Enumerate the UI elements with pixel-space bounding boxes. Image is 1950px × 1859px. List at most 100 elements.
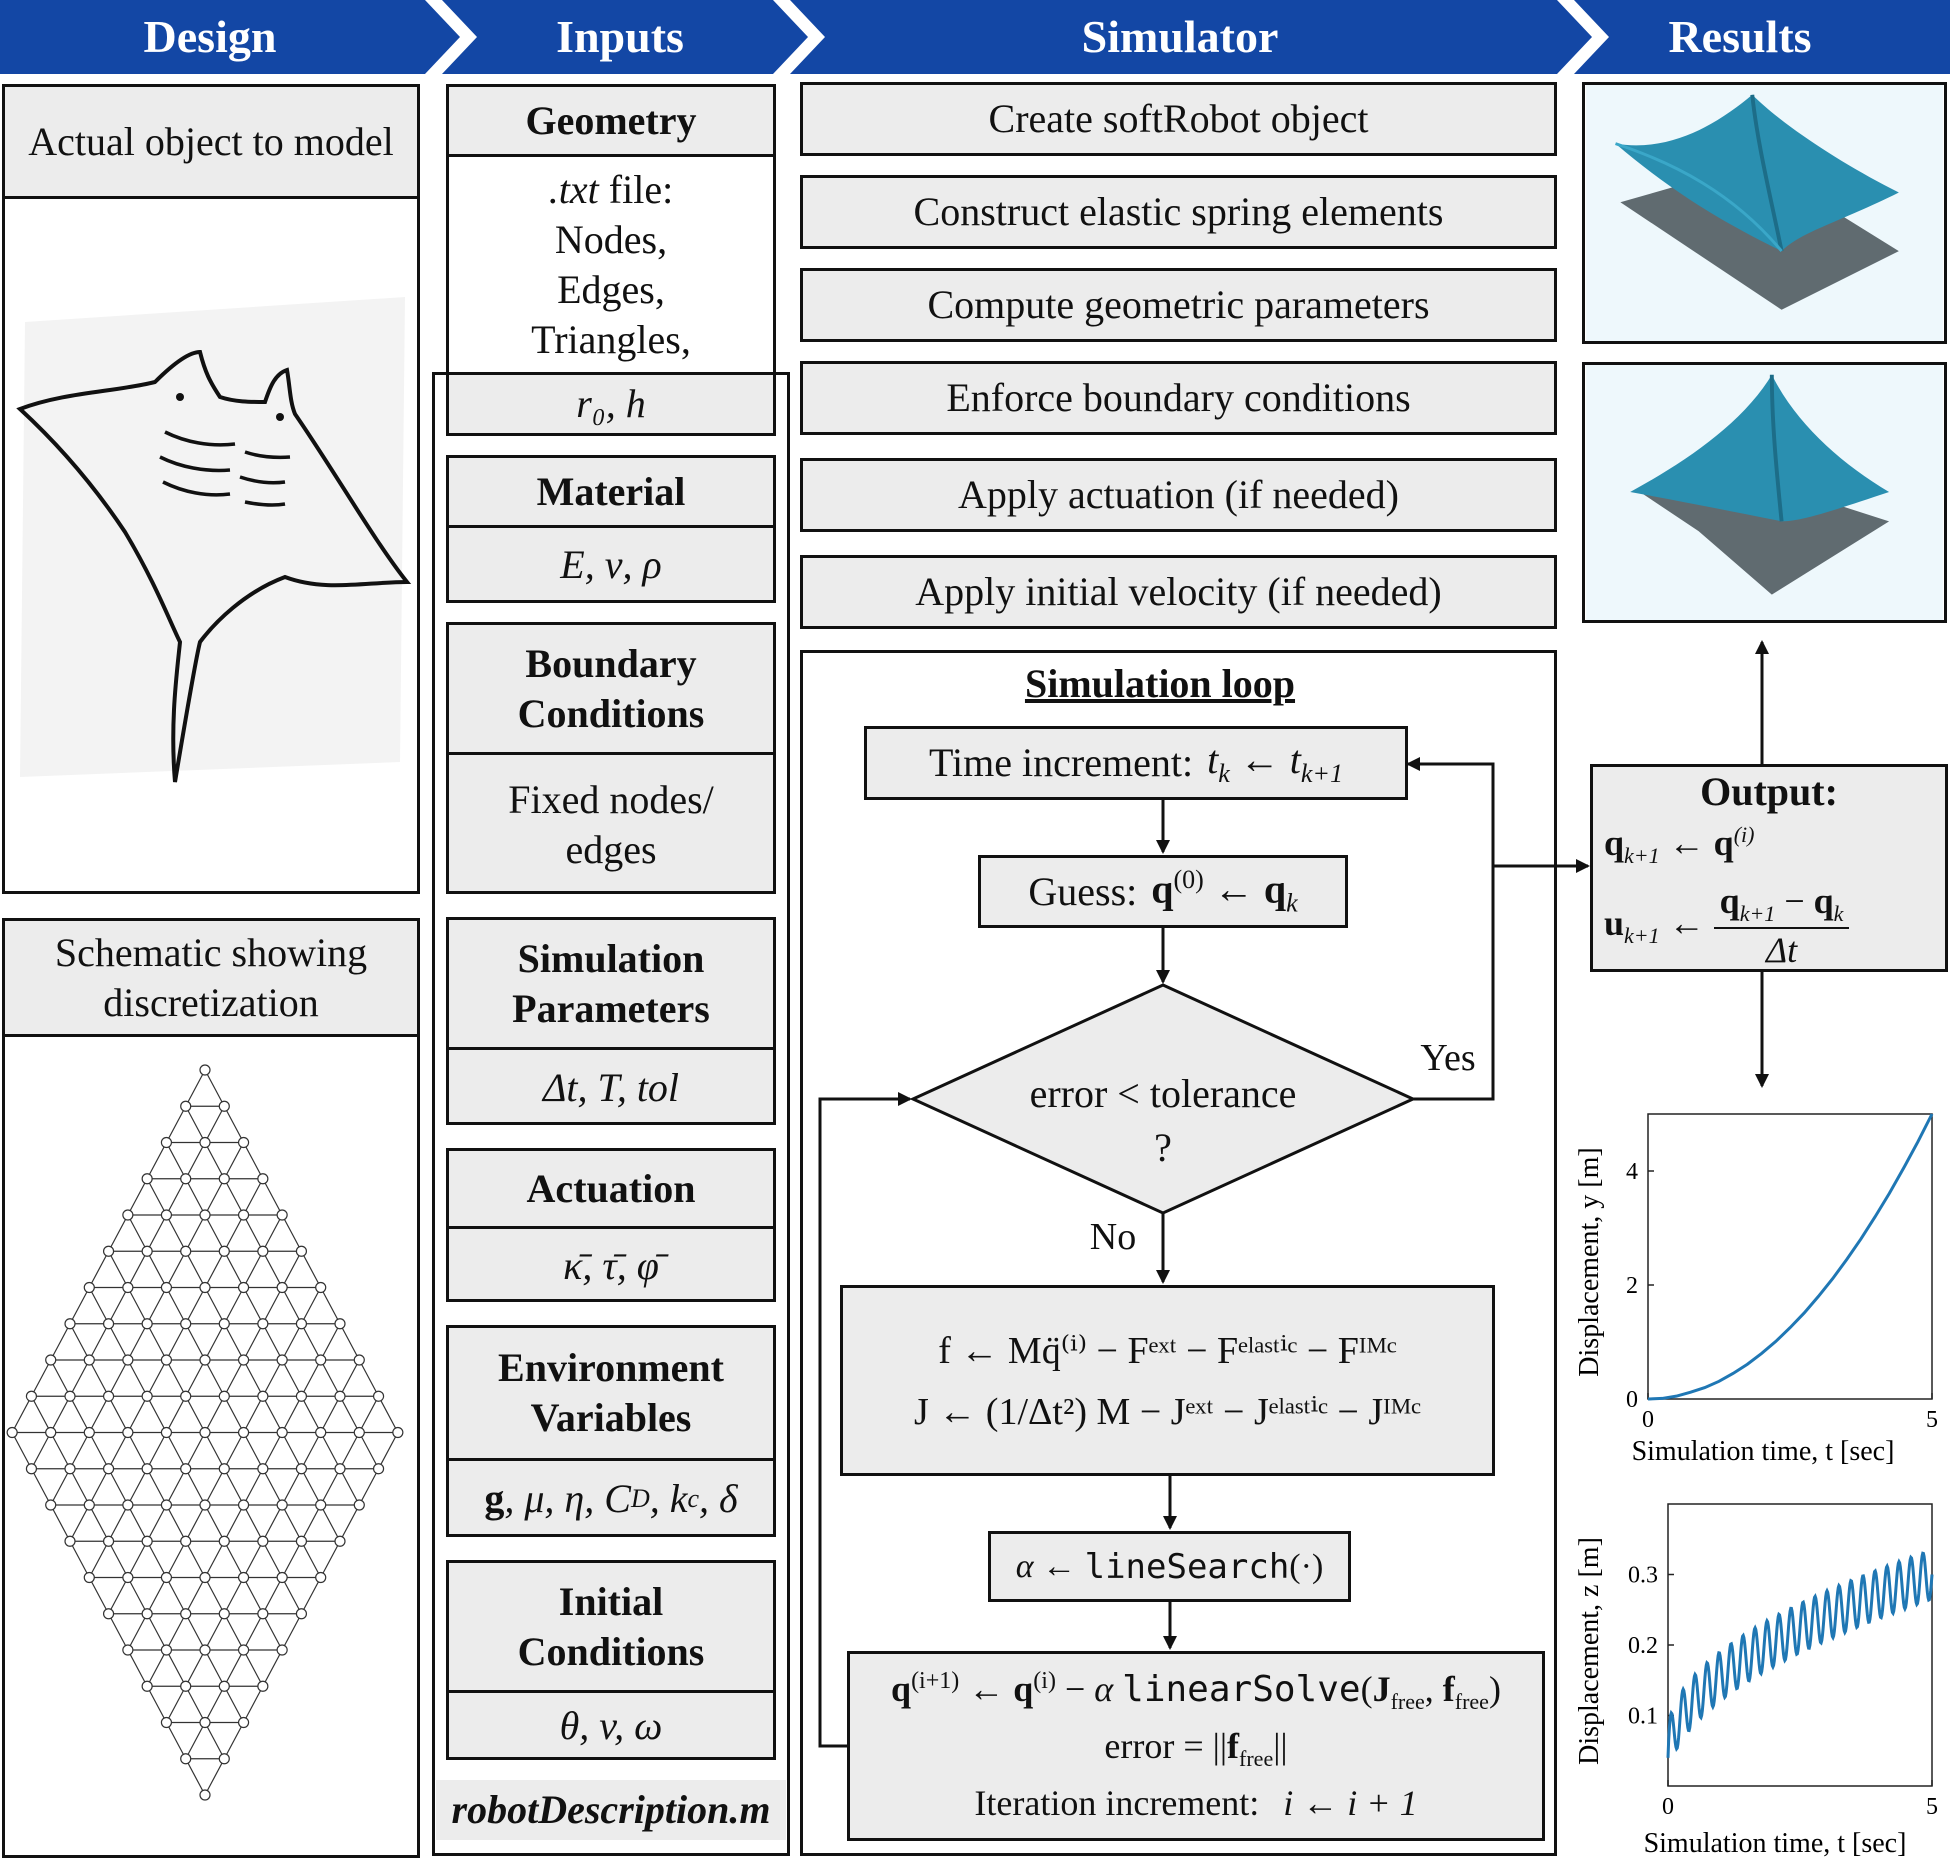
mesh-node (199, 1426, 211, 1439)
mesh-edge (108, 1504, 129, 1542)
mesh-edge (146, 1468, 167, 1506)
mesh-node (295, 1463, 308, 1475)
mesh-edge (185, 1105, 206, 1143)
mesh-node (122, 1281, 134, 1294)
mesh-node (64, 1390, 76, 1402)
mesh-edge (243, 1685, 264, 1723)
iteration-eq: Iteration increment:i ← i + 1 (974, 1782, 1417, 1824)
mesh-edge (281, 1432, 302, 1470)
mesh-node (199, 1644, 211, 1656)
design-schematic-title: Schematic showing discretization (5, 921, 417, 1037)
plot1-xtick-label: 5 (1926, 1407, 1938, 1433)
mesh-edge (358, 1395, 380, 1433)
header-arrow-inputs (442, 0, 808, 74)
mesh-edge (127, 1577, 148, 1615)
mesh-edge (223, 1359, 245, 1397)
mesh-edge (281, 1214, 302, 1252)
actuation-title: Actuation (449, 1151, 773, 1229)
geometry-content: .txt file: Nodes, Edges, Triangles, (449, 160, 773, 370)
output-box (1590, 764, 1948, 972)
mesh-node (237, 1354, 250, 1366)
mesh-edge (204, 1722, 225, 1760)
mesh-edge (281, 1323, 302, 1361)
decision-text-2: ? (1154, 1125, 1172, 1170)
mesh-edge (281, 1577, 302, 1615)
mesh-edge (300, 1577, 322, 1615)
mesh-node (353, 1354, 365, 1366)
arrow-no-loop (818, 1092, 912, 1748)
step-construct-springs: Construct elastic spring elements (800, 175, 1557, 249)
plot1-ylabel: Displacement, y [m] (1574, 1147, 1605, 1376)
mesh-edge (300, 1432, 322, 1470)
mesh-node (295, 1535, 308, 1547)
mesh-node (315, 1281, 327, 1294)
mesh-edge (300, 1287, 322, 1325)
mesh-node (160, 1571, 173, 1584)
mesh-node (199, 1716, 211, 1729)
mesh-edge (88, 1395, 110, 1433)
mesh-edge (204, 1069, 225, 1107)
mesh-node (83, 1499, 95, 1511)
design-schematic-panel (2, 918, 420, 1858)
mesh-node (199, 1281, 211, 1294)
mesh-node (218, 1318, 230, 1330)
mesh-node (257, 1318, 269, 1330)
mesh-edge (281, 1250, 302, 1288)
material-params: E, ν, ρ (560, 542, 662, 587)
mesh-edge (281, 1395, 302, 1433)
line-search-fn: lineSearch (1084, 1546, 1290, 1587)
mesh-edge (50, 1359, 71, 1397)
mesh-edge (88, 1504, 110, 1542)
mesh-node (64, 1463, 76, 1475)
linear-solve-fn: linearSolve (1122, 1668, 1361, 1710)
mesh-edge (108, 1540, 129, 1578)
force-jacobian-box: f ← Mq̈⁽ⁱ⁾ − Fᵉˣᵗ − Fᵉˡᵃˢᵗⁱᶜ − Fᴵᴹᶜ J ← … (840, 1285, 1495, 1476)
mesh-edge (185, 1250, 206, 1288)
iteration-math: i ← i + 1 (1283, 1783, 1418, 1824)
mesh-node (180, 1173, 192, 1185)
mesh-edge (165, 1287, 187, 1325)
mesh-edge (185, 1685, 206, 1723)
mesh-edge (108, 1250, 129, 1288)
mesh-edge (204, 1214, 225, 1252)
mesh-node (160, 1354, 173, 1366)
displacement-y-plot: Displacement, y [m] Simulation time, t [… (1574, 1113, 1938, 1467)
mesh-edge (185, 1722, 206, 1760)
mesh-edge (320, 1395, 341, 1433)
mesh-node (315, 1426, 327, 1439)
plot2-series-line (1666, 1551, 1934, 1758)
mesh-edge (320, 1468, 341, 1506)
mesh-node (199, 1209, 211, 1221)
mesh-edge (127, 1468, 148, 1506)
environment-p1: , μ, η, C (504, 1476, 631, 1521)
mesh-node (102, 1318, 115, 1330)
mesh-node (6, 1426, 18, 1439)
mesh-edge (243, 1540, 264, 1578)
mesh-node (392, 1426, 404, 1439)
mesh-node (102, 1463, 115, 1475)
mesh-edge (300, 1250, 322, 1288)
mesh-edge (204, 1323, 225, 1361)
plot1-xtick-label: 0 (1642, 1407, 1654, 1433)
mesh-node (141, 1318, 153, 1330)
mesh-node (218, 1753, 230, 1765)
mesh-node (237, 1426, 250, 1439)
mesh-node (180, 1318, 192, 1330)
design-actual-object-panel (2, 84, 420, 894)
mesh-edge (223, 1287, 245, 1325)
environment-title: Environment Variables (449, 1328, 773, 1461)
mesh-edge (50, 1323, 71, 1361)
mesh-edge (204, 1468, 225, 1506)
mesh-node (237, 1571, 250, 1584)
mesh-edge (146, 1540, 167, 1578)
mesh-node (237, 1281, 250, 1294)
plot2-xtick-label: 5 (1926, 1794, 1938, 1820)
mesh-edge (281, 1613, 302, 1651)
mesh-node (315, 1571, 327, 1584)
mesh-node (180, 1608, 192, 1620)
output-eq-u: uk+1 ← qk+1 − qk Δt (1604, 880, 1850, 971)
mesh-node (334, 1318, 346, 1330)
mesh-edge (204, 1504, 225, 1542)
mesh-edge (204, 1613, 225, 1651)
